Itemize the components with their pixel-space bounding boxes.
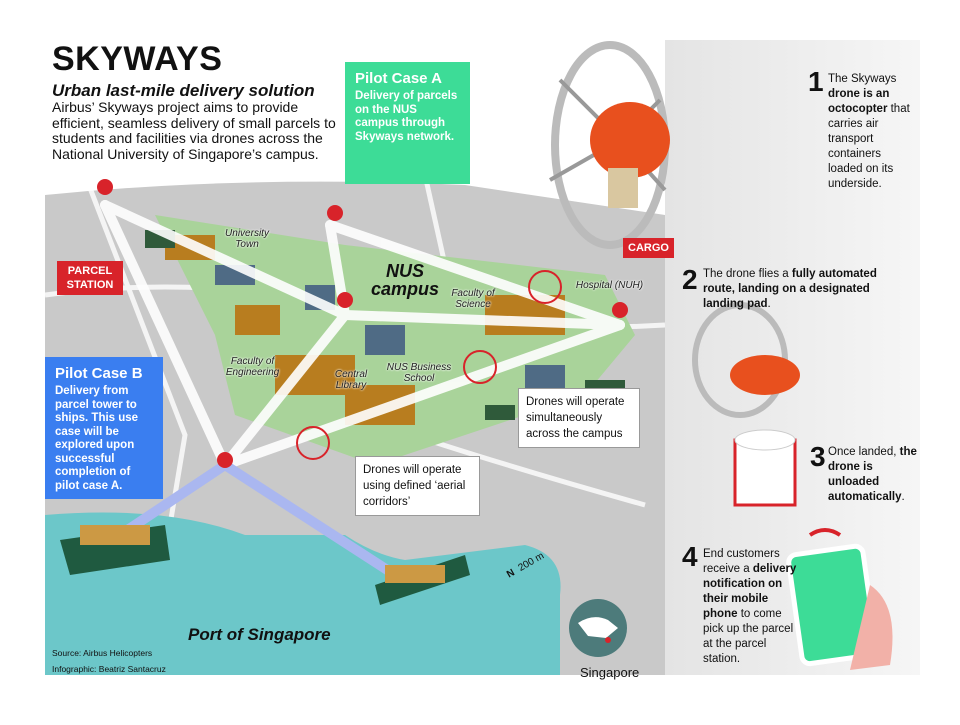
subtitle: Urban last-mile delivery solution: [52, 81, 315, 100]
campus-map: [45, 175, 665, 675]
pilot-case-a: Pilot Case A Delivery of parcels on the …: [345, 62, 470, 184]
step-1-text: The Skyways drone is an octocopter that …: [828, 73, 910, 190]
step-3-text: Once landed, the drone is unloaded autom…: [828, 446, 917, 503]
drone-illustration: [549, 41, 670, 249]
map-label-central-library: Central Library: [334, 369, 368, 391]
map-label-hospital: Hospital (NUH): [575, 280, 644, 291]
pilot-b-text: Delivery from parcel tower to ships. Thi…: [55, 385, 139, 492]
landing-pad-illustration: [692, 302, 800, 507]
pilot-a-text: Delivery of parcels on the NUS campus th…: [355, 90, 458, 143]
step-2-text: The drone flies a fully automated route,…: [703, 268, 877, 310]
source: Source: Airbus Helicopters: [52, 648, 153, 658]
page-title: SKYWAYS: [52, 40, 223, 78]
globe-label: Singapore: [580, 665, 640, 680]
step-3-number: 3: [810, 441, 826, 472]
step-4-number: 4: [682, 541, 698, 572]
cargo-label: CARGO: [623, 238, 674, 258]
parcel-station-label: PARCEL STATION: [57, 261, 123, 295]
step-1-number: 1: [808, 66, 824, 97]
aerial-corridors: [100, 200, 625, 470]
sea: [45, 512, 561, 675]
map-label-faculty-of-science: Faculty of Science: [451, 288, 495, 310]
map-label-university-town: University Town: [225, 228, 269, 250]
location-pins: [97, 179, 628, 468]
highlight-circles: [296, 270, 562, 460]
callout-corridors: Drones will operate using defined ‘aeria…: [355, 456, 480, 516]
pilot-case-b: Pilot Case B Delivery from parcel tower …: [45, 357, 163, 499]
globe-icon: [569, 599, 627, 657]
step-4-text: End customers receive a delivery notific…: [703, 548, 797, 665]
port-label: Port of Singapore: [188, 625, 331, 644]
intro-text: Airbus’ Skyways project aims to provide …: [52, 99, 336, 162]
phone-illustration: [786, 528, 893, 670]
credit: Infographic: Beatriz Santacruz: [52, 664, 166, 674]
callout-simultaneous: Drones will operate simultaneously acros…: [518, 388, 640, 448]
nus-campus-label: NUS campus: [370, 261, 440, 299]
pilot-b-title: Pilot Case B: [55, 365, 143, 382]
map-label-business-school: NUS Business School: [386, 362, 452, 384]
step-2-number: 2: [682, 264, 698, 295]
map-label-faculty-of-engineering: Faculty of Engineering: [225, 356, 280, 378]
pilot-a-title: Pilot Case A: [355, 70, 442, 87]
ships: [60, 525, 470, 605]
